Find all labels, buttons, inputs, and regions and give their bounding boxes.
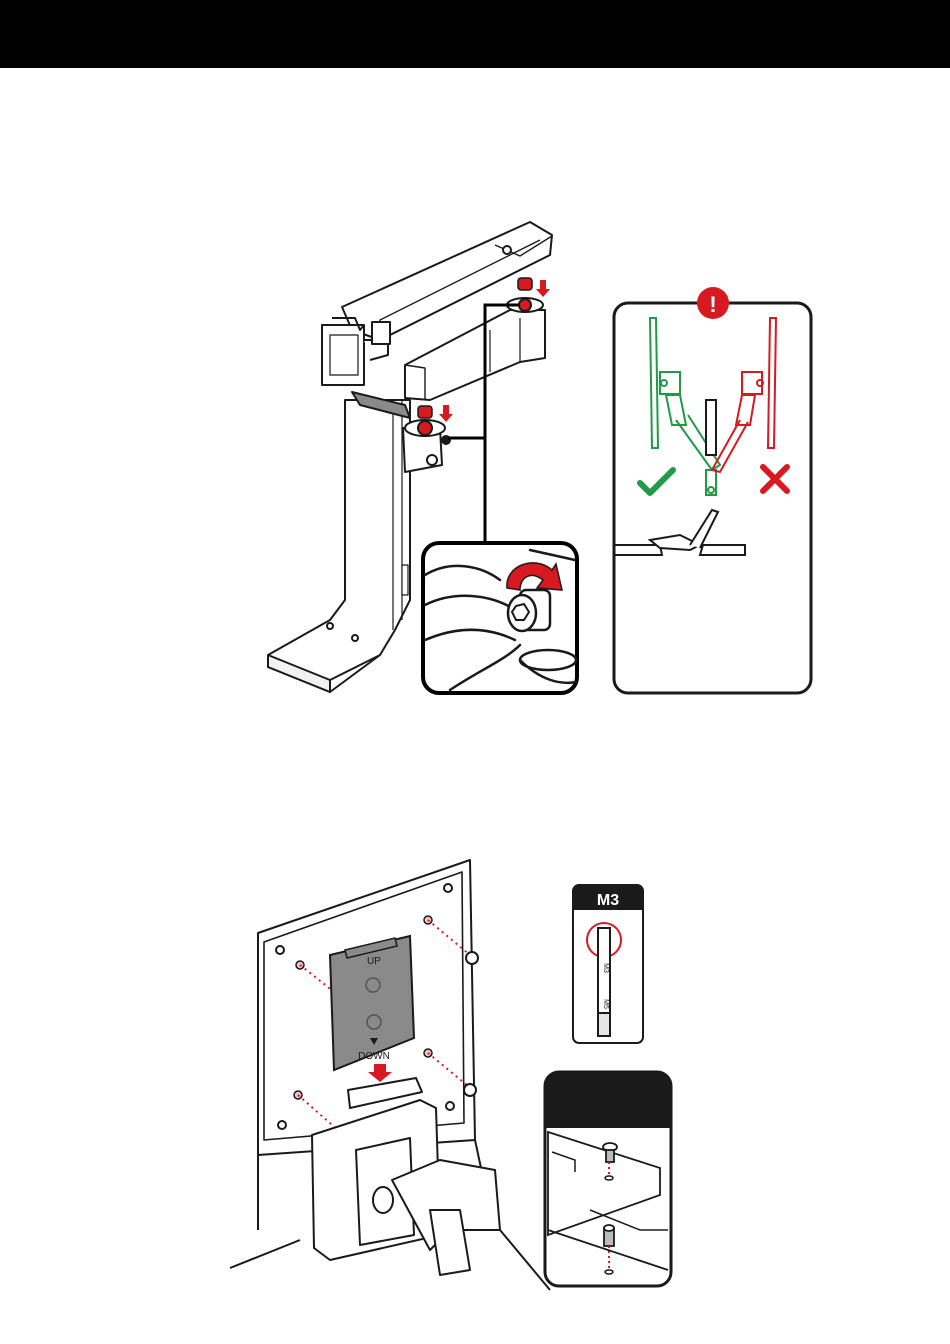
knob-tighten-inset <box>423 543 577 693</box>
vesa-mount-figure: UP DOWN M3 M3 M5 <box>0 850 950 1344</box>
warning-icon: ! <box>697 287 729 319</box>
plate-up-label: UP <box>367 956 381 967</box>
plate-down-label: DOWN <box>358 1051 390 1062</box>
standoff-detail-card <box>545 1072 671 1286</box>
warning-symbol: ! <box>709 292 716 317</box>
m3-card-title: M3 <box>597 892 619 909</box>
warning-panel: ! <box>614 287 811 693</box>
m3-bit-card: M3 M3 M5 <box>573 885 643 1043</box>
bit-label-m5: M5 <box>602 999 609 1009</box>
arm-installation-figure: ! <box>0 0 950 720</box>
bit-label-m3: M3 <box>602 963 609 973</box>
